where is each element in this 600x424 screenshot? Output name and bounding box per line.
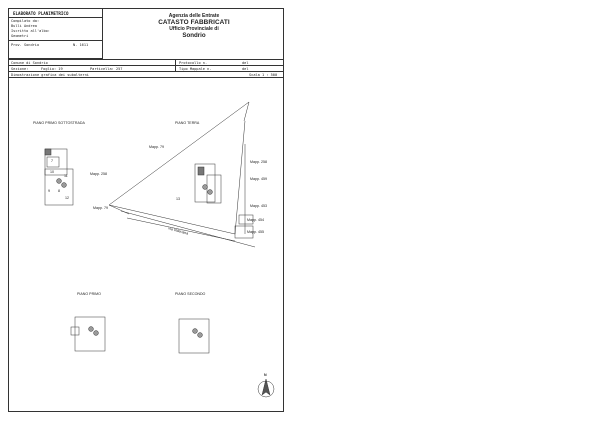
stair-symbol	[56, 178, 62, 184]
floor-plan-drawing	[44, 101, 275, 398]
province-label: Prov. Sondrio	[11, 42, 40, 47]
parcel-boundary	[108, 101, 250, 206]
plan-title-primo-sottostrada: PIANO PRIMO SOTTOSTRADA	[33, 121, 85, 125]
subalterno-label: 7	[51, 159, 53, 163]
del-label: del	[242, 66, 249, 71]
subalterno-label: 13	[176, 197, 180, 201]
document-sheet: ELABORATO PLANIMETRICO Compilato da: Bul…	[8, 8, 284, 412]
room-outline	[70, 326, 80, 336]
building-outline	[74, 316, 106, 352]
parcel-boundary	[234, 120, 246, 235]
register-label: Iscritto all'albo:	[11, 29, 50, 33]
map-label: Mapp. 258	[250, 160, 267, 164]
comune-label: Comune di Sondrio	[11, 60, 48, 65]
map-label: Mapp. 79	[93, 206, 108, 210]
register-number: N. 1611	[73, 42, 89, 47]
del-label: del	[242, 60, 249, 65]
parcel-box	[238, 214, 254, 225]
sezione-label: Sezione:	[11, 66, 29, 71]
compiled-label: Compilato da:	[11, 19, 40, 23]
north-arrow-icon	[261, 378, 271, 396]
header-box: ELABORATO PLANIMETRICO Compilato da: Bul…	[9, 9, 103, 59]
parcel-box	[234, 225, 254, 239]
subalterno-label: 10	[50, 170, 54, 174]
register-name: Geometri	[11, 33, 29, 38]
road-line	[120, 210, 256, 248]
agency-block: Agenzia delle Entrate CATASTO FABBRICATI…	[139, 13, 249, 39]
stair-symbol	[197, 332, 203, 338]
plan-title-primo: PIANO PRIMO	[77, 292, 101, 296]
stair-symbol	[192, 328, 198, 334]
subalterno-label: 9	[48, 189, 50, 193]
room-outline	[46, 156, 60, 168]
subalterno-label: 8	[58, 189, 60, 193]
foglio-label: Foglio: 19	[41, 66, 63, 71]
scale-label: Scala 1 : 500	[249, 72, 278, 77]
agency-name: Agenzia delle Entrate	[168, 13, 220, 19]
building-outline	[178, 318, 210, 354]
map-label: Mapp. 454	[247, 218, 264, 222]
stair-symbol	[207, 189, 213, 195]
stair-symbol	[93, 330, 99, 336]
building-outline	[194, 163, 216, 203]
stair-block	[197, 166, 205, 176]
ufficio-city: Sondrio	[182, 32, 206, 39]
catasto-title: CATASTO FABBRICATI	[158, 19, 230, 26]
road-line	[126, 217, 236, 242]
ufficio-label: Ufficio Provinciale di	[169, 26, 219, 32]
compiler-name: Bulli Andrea	[11, 23, 37, 28]
building-outline	[44, 168, 74, 206]
protocollo-label: Protocollo n.	[179, 60, 208, 65]
plan-title-secondo: PIANO SECONDO	[175, 292, 206, 296]
dimostrazione-label: Dimostrazione grafica dei subalterni	[11, 72, 89, 77]
parcel-boundary	[108, 204, 130, 215]
plan-title-terra: PIANO TERRA	[175, 121, 200, 125]
map-label: Mapp. 459	[250, 177, 267, 181]
map-label: Mapp. 258	[90, 172, 107, 176]
divider	[175, 59, 176, 71]
divider	[9, 71, 283, 72]
north-label: N	[264, 373, 267, 377]
divider	[9, 65, 283, 66]
map-label: Mapp. 453	[250, 204, 267, 208]
subalterno-label: 12	[65, 196, 69, 200]
divider	[9, 17, 103, 18]
stair-block	[44, 148, 52, 156]
building-outline	[206, 174, 222, 204]
map-label: Mapp. 79	[149, 145, 164, 149]
stair-symbol	[61, 182, 67, 188]
divider	[9, 40, 103, 41]
subalterno-label: 11	[64, 174, 68, 178]
particella-label: Particella: 257	[90, 66, 123, 71]
parcel-boundary	[243, 101, 250, 122]
stair-symbol	[202, 184, 208, 190]
divider	[9, 77, 283, 78]
header-title: ELABORATO PLANIMETRICO	[13, 11, 69, 16]
building-outline	[44, 148, 68, 176]
stair-symbol	[88, 326, 94, 332]
parcel-boundary	[108, 204, 236, 235]
map-label: Mapp. 455	[247, 230, 264, 234]
divider	[9, 59, 283, 60]
tipo-mappale-label: Tipo Mappale n.	[179, 66, 212, 71]
